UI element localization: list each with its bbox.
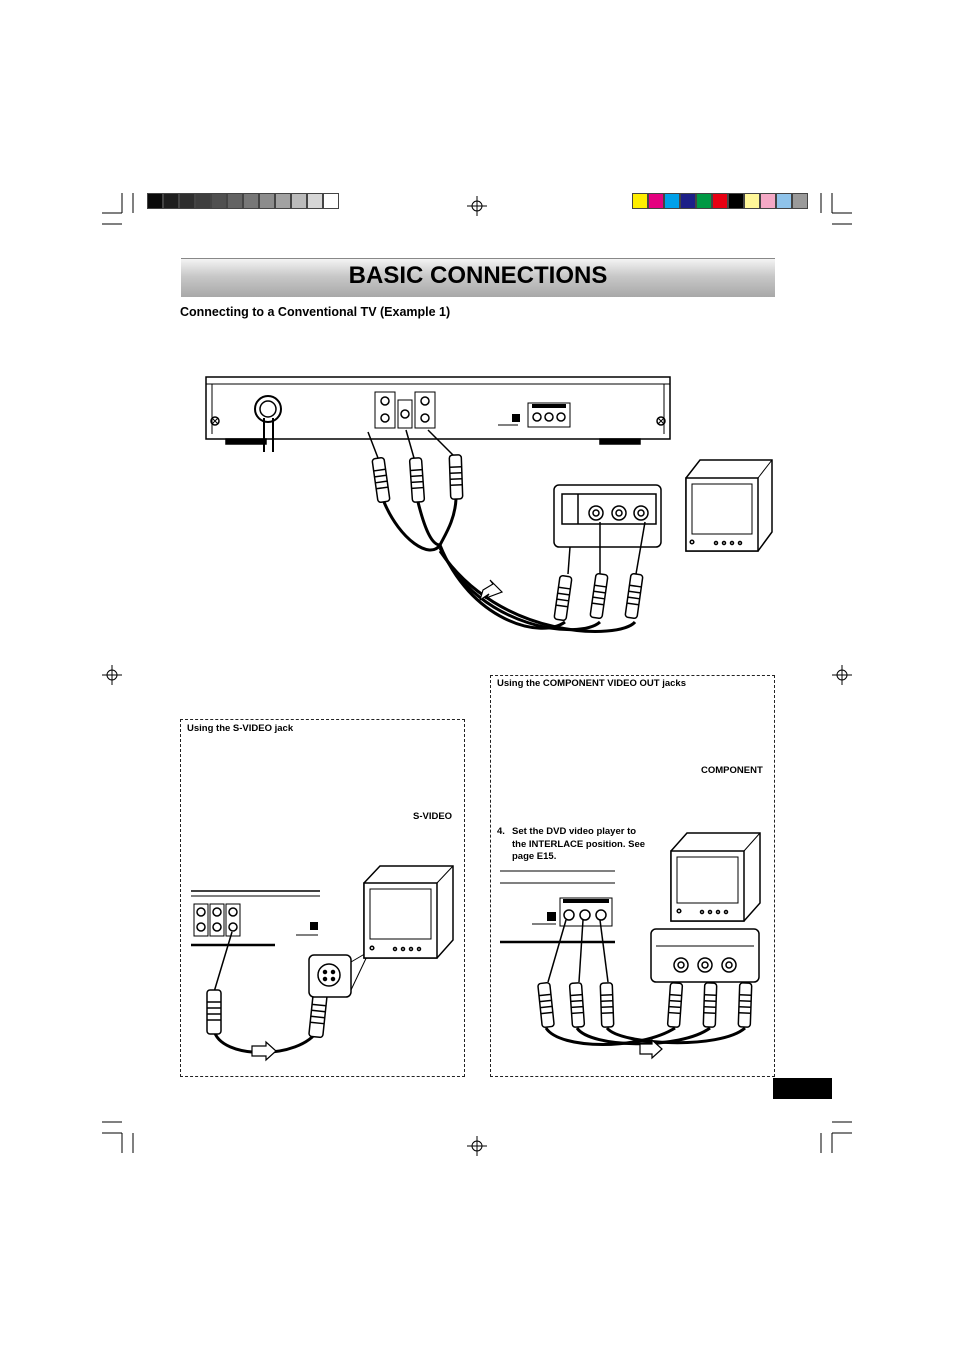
tv-input-panel	[553, 484, 662, 575]
title-bar: BASIC CONNECTIONS	[181, 258, 775, 297]
color-swatch	[728, 193, 744, 209]
color-swatch	[776, 193, 792, 209]
component-plugs-player	[537, 982, 615, 1028]
registration-target-bottom	[467, 1136, 487, 1156]
crop-marks	[102, 193, 852, 1153]
color-swatch	[680, 193, 696, 209]
step-number: 4.	[497, 826, 505, 837]
registration-strip-color	[632, 193, 808, 209]
dvd-player-rear-panel	[205, 376, 671, 452]
step-4-text: 4. Set the DVD video player to the INTER…	[497, 826, 649, 864]
svideo-tv-jack	[308, 944, 381, 998]
color-swatch	[744, 193, 760, 209]
color-swatch	[664, 193, 680, 209]
component-box-title: Using the COMPONENT VIDEO OUT jacks	[497, 678, 686, 689]
step-body: Set the DVD video player to the INTERLAC…	[512, 826, 646, 862]
registration-target-top	[467, 196, 487, 216]
registration-target-right	[832, 665, 852, 685]
tv-svideo	[363, 865, 454, 959]
svideo-plugs	[206, 989, 328, 1039]
gray-swatch	[163, 193, 179, 209]
color-swatch	[712, 193, 728, 209]
svideo-box	[180, 719, 465, 1077]
component-player-panel	[500, 870, 615, 944]
page-title: BASIC CONNECTIONS	[348, 262, 608, 289]
color-swatch	[632, 193, 648, 209]
color-swatch	[648, 193, 664, 209]
gray-swatch	[259, 193, 275, 209]
svideo-box-title: Using the S-VIDEO jack	[187, 723, 294, 734]
tv-component	[670, 832, 761, 922]
registration-strip-grayscale	[147, 193, 339, 209]
component-cable	[544, 919, 746, 1046]
component-label: COMPONENT	[701, 765, 763, 776]
signal-arrow-svideo	[251, 1040, 277, 1062]
color-swatch	[760, 193, 776, 209]
gray-swatch	[179, 193, 195, 209]
av-cable-plugs-top	[371, 454, 464, 503]
svideo-player-panel	[191, 890, 320, 947]
signal-arrow-component	[639, 1038, 663, 1060]
gray-swatch	[275, 193, 291, 209]
color-swatch	[696, 193, 712, 209]
gray-swatch	[323, 193, 339, 209]
gray-swatch	[291, 193, 307, 209]
gray-swatch	[227, 193, 243, 209]
av-cable-wires	[367, 429, 637, 633]
gray-swatch	[211, 193, 227, 209]
gray-swatch	[147, 193, 163, 209]
color-swatch	[792, 193, 808, 209]
tv-main	[685, 459, 773, 552]
signal-arrow-main	[478, 579, 504, 602]
component-box	[490, 675, 775, 1077]
svideo-cable	[212, 931, 320, 1054]
section-heading: Connecting to a Conventional TV (Example…	[180, 305, 451, 319]
gray-swatch	[307, 193, 323, 209]
gray-swatch	[195, 193, 211, 209]
av-cable-plugs-tv	[553, 573, 644, 621]
registration-target-left	[102, 665, 122, 685]
component-plugs-tv	[666, 982, 753, 1028]
gray-swatch	[243, 193, 259, 209]
component-tv-input-panel	[650, 928, 760, 983]
page-tab	[773, 1078, 832, 1099]
svideo-label: S-VIDEO	[413, 811, 453, 822]
